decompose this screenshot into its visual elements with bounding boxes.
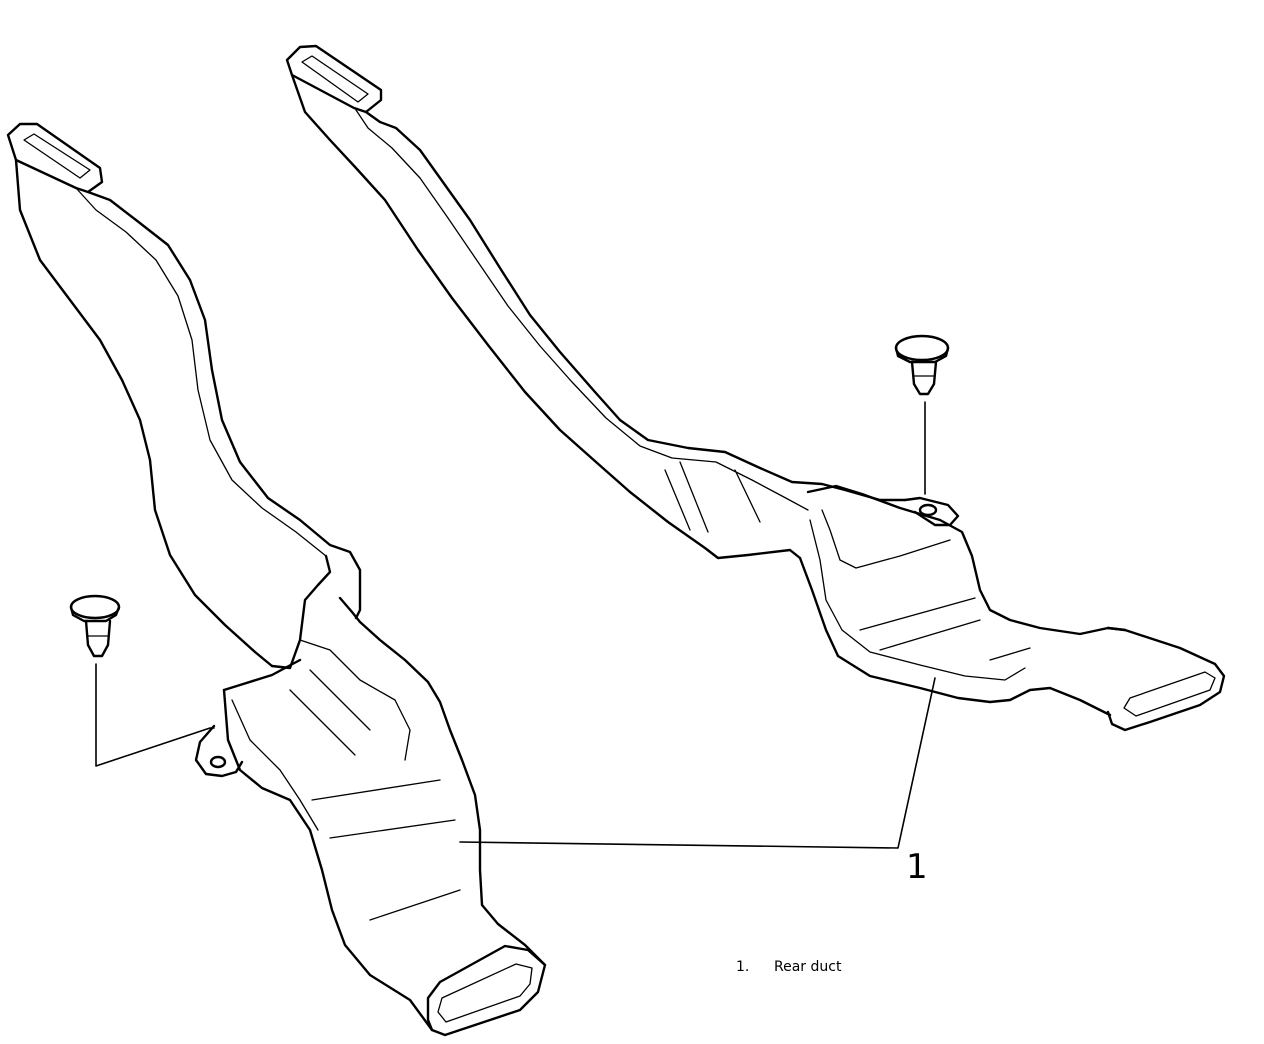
right-duct-mount-hole [918, 503, 938, 517]
right-duct-rib [859, 597, 976, 631]
left-duct-body-upper [338, 596, 547, 967]
right-duct-contour-3 [679, 461, 709, 533]
left-rear-duct [6, 122, 547, 1037]
left-duct-top-outlet [6, 122, 104, 194]
right-duct-upper-edge [290, 73, 802, 560]
right-duct-bottom-outlet [1106, 626, 1226, 732]
right-duct-body-inner-2 [809, 519, 1026, 681]
right-duct-mount-tab [903, 496, 960, 527]
left-clip-assembly-line [95, 663, 215, 767]
right-duct-contour [355, 109, 809, 511]
right-duct-rib-2 [879, 619, 981, 651]
right-rear-duct [285, 44, 1226, 732]
left-duct-rib-5 [369, 889, 461, 921]
left-duct-outer-edge [14, 158, 274, 668]
callout-leader-line [459, 677, 936, 849]
right-duct-top-outlet [285, 44, 383, 114]
left-push-clip [69, 594, 121, 658]
right-push-clip [894, 334, 950, 396]
left-duct-mount-tab [194, 724, 244, 778]
legend-item-number: 1. [736, 959, 750, 975]
legend: 1. Rear duct [736, 960, 841, 974]
callout-number: 1 [906, 847, 928, 887]
right-duct-body-inner [821, 509, 951, 569]
left-duct-rib-2 [289, 689, 356, 756]
right-duct-rib-3 [989, 647, 1031, 661]
left-duct-body-inner-2 [299, 639, 411, 761]
left-duct-bend [270, 554, 332, 670]
right-duct-lower-edge [364, 110, 907, 502]
left-duct-inner-edge [86, 190, 362, 620]
left-duct-rib-4 [329, 819, 456, 839]
left-duct-mount-hole [209, 755, 227, 769]
right-clip-head-side [894, 346, 950, 364]
left-duct-body-lower [222, 658, 302, 692]
left-duct-body-inner [231, 699, 319, 831]
right-duct-bottom-outlet-opening [1123, 671, 1216, 717]
left-duct-rib [309, 669, 371, 731]
left-duct-body-left [222, 688, 434, 1032]
left-clip-head [69, 594, 121, 620]
left-duct-rib-3 [311, 779, 441, 801]
left-duct-bottom-outlet [426, 944, 547, 1037]
right-duct-top-outlet-opening [301, 55, 369, 103]
right-duct-contour-2 [664, 469, 691, 531]
left-duct-top-outlet-opening [23, 133, 91, 179]
left-duct-bottom-outlet-opening [437, 963, 533, 1023]
legend-item-label: Rear duct [774, 959, 842, 975]
left-clip-head-side [69, 605, 121, 623]
right-clip-shank [910, 360, 938, 396]
right-duct-body-upper [806, 484, 1127, 636]
left-clip-shank [84, 619, 112, 658]
right-duct-contour-4 [734, 469, 761, 523]
right-duct-body [798, 556, 1112, 717]
left-duct-contour [75, 187, 327, 557]
right-clip-head [894, 334, 950, 362]
